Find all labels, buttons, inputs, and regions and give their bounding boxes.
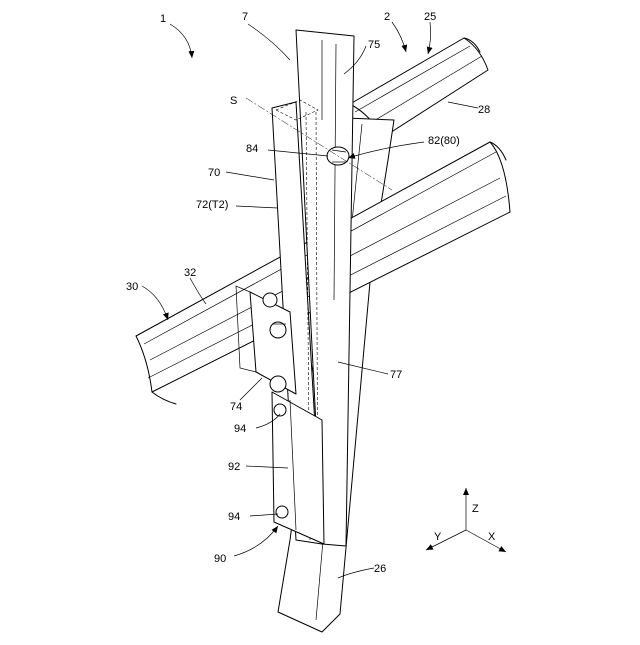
axis-z-label: Z <box>472 503 479 515</box>
ref-28: 28 <box>478 104 490 116</box>
ref-26: 26 <box>374 563 386 575</box>
ref-72-t2: 72(T2) <box>196 199 228 211</box>
ref-77: 77 <box>390 369 402 381</box>
ref-92: 92 <box>228 461 240 473</box>
ref-74: 74 <box>230 401 242 413</box>
ref-32: 32 <box>184 267 196 279</box>
ref-84: 84 <box>246 143 258 155</box>
axis-x-label: X <box>488 531 496 543</box>
ref-82-80: 82(80) <box>428 135 460 147</box>
ref-1: 1 <box>160 13 166 25</box>
ref-94-lower: 94 <box>228 511 240 523</box>
axis-symbol: Z Y X <box>426 488 506 552</box>
ref-75: 75 <box>368 39 380 51</box>
ref-30: 30 <box>126 281 138 293</box>
axis-y-label: Y <box>434 531 442 543</box>
ref-7: 7 <box>242 11 248 23</box>
ref-90: 90 <box>214 553 226 565</box>
ref-70: 70 <box>208 167 220 179</box>
ref-25: 25 <box>424 11 436 23</box>
ref-94-upper: 94 <box>234 423 246 435</box>
ref-2: 2 <box>384 11 390 23</box>
ref-s: S <box>230 95 237 107</box>
